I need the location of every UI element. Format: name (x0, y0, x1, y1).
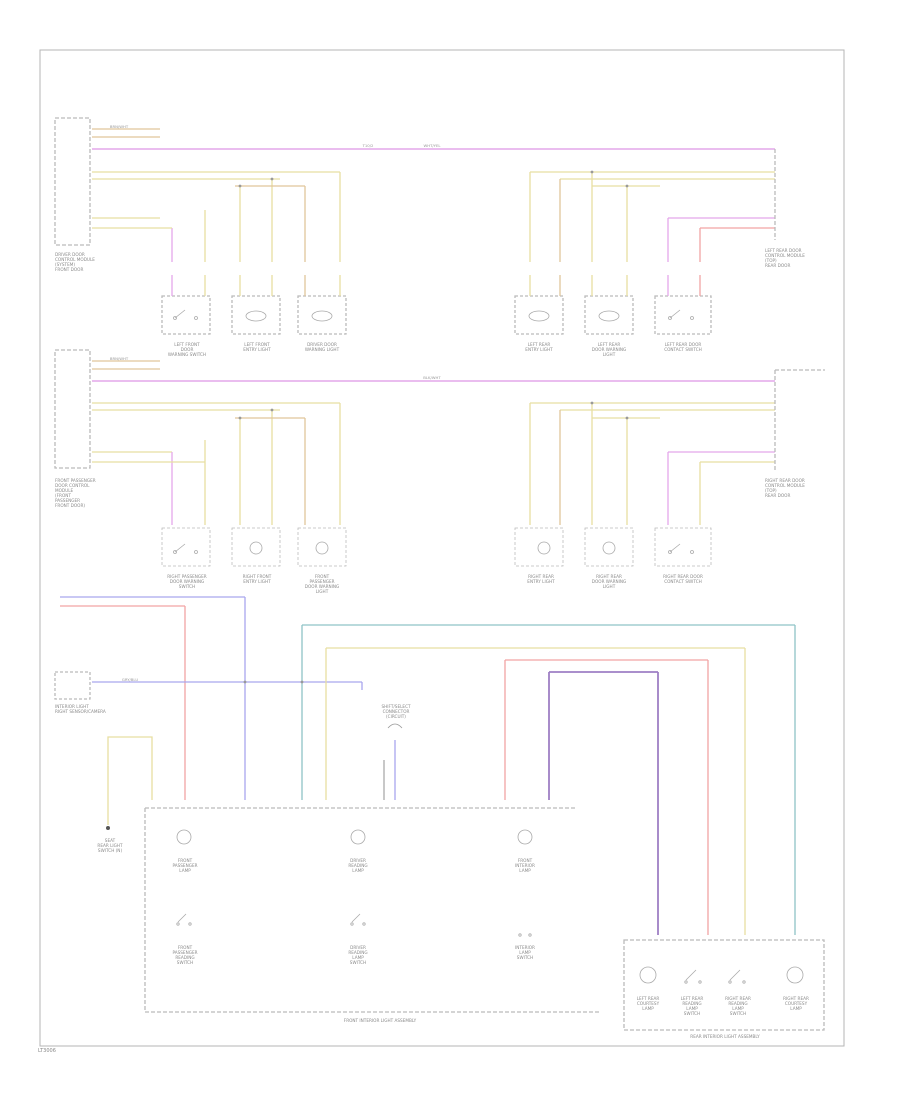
wire-label: WHT/YEL (423, 143, 441, 148)
rf-switch-label: RIGHT PASSENGER DOOR WARNING SWITCH (167, 574, 207, 589)
sensor-label: INTERIOR LIGHT RIGHT SENSOR/CAMERA (55, 704, 106, 714)
rear-assembly-label: REAR INTERIOR LIGHT ASSEMBLY (690, 1034, 760, 1039)
rr-switch-box (654, 527, 712, 567)
rear-lamp-4-label: RIGHT REAR COURTESY LAMP (783, 996, 809, 1011)
connector-bottom-label: SHIFT/SELECT CONNECTOR (CIRCUIT) (381, 704, 411, 719)
rf-door-module-box (54, 349, 91, 469)
rf-entry-light-box (231, 527, 281, 567)
rf-warning-light-box (297, 527, 347, 567)
rr-entry-light-label: RIGHT REAR ENTRY LIGHT (527, 574, 555, 584)
lr-entry-light-box (514, 295, 564, 335)
lf-switch-label: LEFT FRONT DOOR WARNING SWITCH (167, 342, 207, 357)
rf-door-module-label: FRONT PASSENGER DOOR CONTROL MODULE (FRO… (55, 478, 96, 508)
upper-section (54, 117, 776, 335)
lf-warning-light-label: DRIVER DOOR WARNING LIGHT (304, 342, 340, 352)
mirror-light-label: SEAT REAR LIGHT SWITCH (N) (97, 838, 123, 853)
rr-entry-light-box (514, 527, 564, 567)
lr-entry-light-label: LEFT REAR ENTRY LIGHT (525, 342, 553, 352)
rr-warning-light-label: RIGHT REAR DOOR WARNING LIGHT (591, 574, 627, 589)
rear-lamp-2-label: LEFT REAR READING LAMP SWITCH (680, 996, 704, 1016)
lf-warning-light-box (297, 295, 347, 335)
lf-door-module-box (54, 117, 91, 246)
driver-lamp-label: DRIVER READING LAMP (348, 858, 368, 873)
wire-label: T10/2 (362, 143, 374, 148)
wire-label: BRN/WHT (109, 124, 129, 129)
driver-switch-label: DRIVER READING LAMP SWITCH (348, 945, 368, 965)
interior-lamp-label: FRONT INTERIOR LAMP (515, 858, 535, 873)
front-pass-lamp-label: FRONT PASSENGER LAMP (172, 858, 198, 873)
rear-assembly-box (623, 939, 825, 1031)
lr-switch-box (654, 295, 712, 335)
rr-warning-light-box (584, 527, 634, 567)
wire-label: BLK/WHT (423, 375, 441, 380)
lower-section (54, 596, 825, 1031)
front-pass-switch-label: FRONT PASSENGER READING SWITCH (172, 945, 198, 965)
rr-switch-label: RIGHT REAR DOOR CONTACT SWITCH (663, 574, 703, 584)
rr-door-module-label: RIGHT REAR DOOR CONTROL MODULE (TOP) REA… (765, 478, 805, 498)
interior-switch-label: INTERIOR LAMP SWITCH (515, 945, 535, 960)
lf-switch-box (161, 295, 211, 335)
front-assembly-label: FRONT INTERIOR LIGHT ASSEMBLY (343, 1018, 417, 1023)
lr-switch-label: LEFT REAR DOOR CONTACT SWITCH (664, 342, 702, 352)
rf-warning-light-label: FRONT PASSENGER DOOR WARNING LIGHT (304, 574, 340, 594)
front-assembly-box (144, 808, 600, 1013)
footer-code: LT3006 (38, 1048, 56, 1054)
rf-switch-box (161, 527, 211, 567)
diagram-frame (39, 49, 845, 1047)
lr-warning-light-label: LEFT REAR DOOR WARNING LIGHT (591, 342, 627, 357)
rear-lamp-1-label: LEFT REAR COURTESY LAMP (636, 996, 660, 1011)
rf-entry-light-label: RIGHT FRONT ENTRY LIGHT (242, 574, 272, 584)
lr-warning-light-box (584, 295, 634, 335)
lf-door-module-label: DRIVER DOOR CONTROL MODULE (SYSTEM) FRON… (55, 252, 95, 272)
rear-lamp-3-label: RIGHT REAR READING LAMP SWITCH (725, 996, 751, 1016)
lf-entry-light-label: LEFT FRONT ENTRY LIGHT (243, 342, 271, 352)
wire-label: GRY/BLU (121, 677, 139, 682)
lr-door-module-label: LEFT REAR DOOR CONTROL MODULE (TOP) REAR… (765, 248, 805, 268)
middle-section (54, 349, 825, 525)
wire-label: BRN/WHT (109, 356, 129, 361)
sensor-box (54, 671, 91, 700)
lf-entry-light-box (231, 295, 281, 335)
